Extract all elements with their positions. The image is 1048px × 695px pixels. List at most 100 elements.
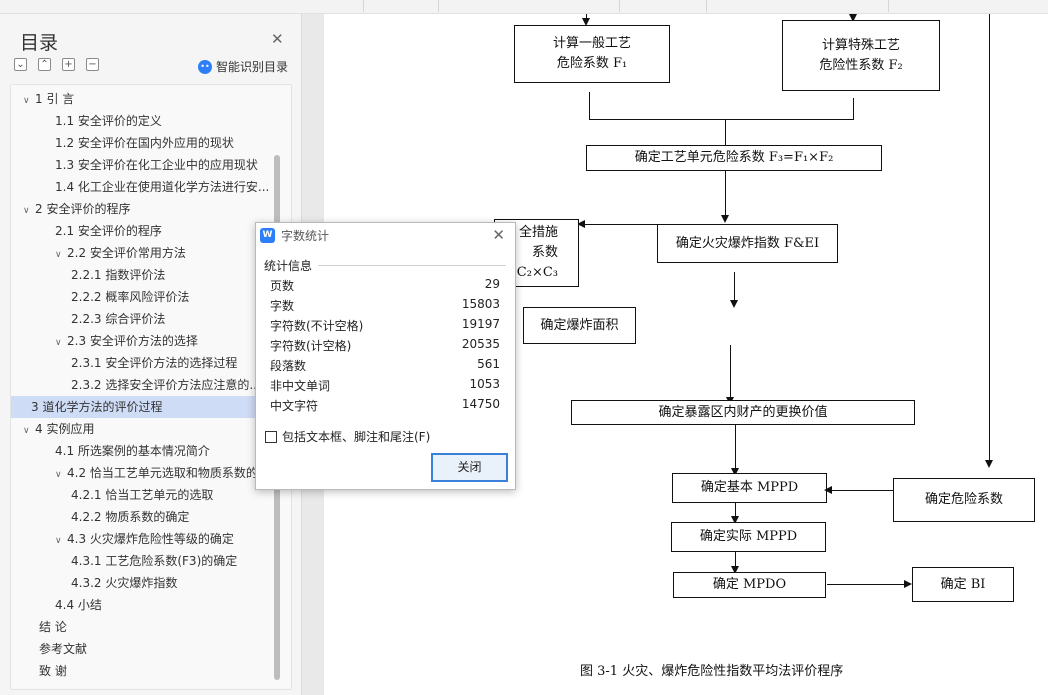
toolbar-separator <box>706 0 707 12</box>
flow-box-fei: 确定火灾爆炸指数 F&EI <box>657 224 838 263</box>
flow-line <box>989 14 990 462</box>
toc-item-label: 2.3 安全评价方法的选择 <box>67 334 198 348</box>
flow-line <box>589 119 854 120</box>
toc-item[interactable]: 4.4 小结 <box>19 594 277 616</box>
close-button[interactable]: 关闭 <box>431 453 508 482</box>
close-icon[interactable]: ✕ <box>492 226 505 244</box>
toc-item[interactable]: 1.3 安全评价在化工企业中的应用现状 <box>19 154 277 176</box>
stat-label: 字符数(计空格) <box>270 339 352 353</box>
stat-value: 19197 <box>461 317 500 331</box>
toc-item-label: 1.3 安全评价在化工企业中的应用现状 <box>55 158 258 172</box>
stat-value: 29 <box>484 277 500 291</box>
toc-item-label: 4.2 恰当工艺单元选取和物质系数的确 <box>67 466 270 480</box>
chevron-down-icon[interactable]: ∨ <box>23 206 30 216</box>
toc-item-label: 2.1 安全评价的程序 <box>55 224 162 238</box>
toc-item[interactable]: 4.1 所选案例的基本情况简介 <box>19 440 277 462</box>
box-text: 危险系数 F₁ <box>556 56 628 71</box>
flow-arrow <box>582 18 590 26</box>
collapse-all-icon[interactable]: ⌃ <box>38 58 51 71</box>
toc-item[interactable]: ∨ 2.3 安全评价方法的选择 <box>19 330 277 352</box>
stat-value: 20535 <box>461 337 500 351</box>
expand-all-icon[interactable]: ⌄ <box>14 58 27 71</box>
stat-label: 字符数(不计空格) <box>270 319 364 333</box>
toc-item[interactable]: 2.2.3 综合评价法 <box>19 308 277 330</box>
toc-item[interactable]: ∨2 安全评价的程序 <box>19 198 277 220</box>
toc-item-label: 4.1 所选案例的基本情况简介 <box>55 444 210 458</box>
stat-label: 段落数 <box>270 359 307 373</box>
remove-heading-icon[interactable]: − <box>86 58 99 71</box>
toc-item[interactable]: 4.3.2 火灾爆炸指数 <box>19 572 277 594</box>
toc-item[interactable]: 1.1 安全评价的定义 <box>19 110 277 132</box>
toc-item[interactable]: 2.1 安全评价的程序 <box>19 220 277 242</box>
toc-item[interactable]: 4.2.2 物质系数的确定 <box>19 506 277 528</box>
toc-item[interactable]: 2.3.1 安全评价方法的选择过程 <box>19 352 277 374</box>
include-textbox-checkbox[interactable]: 包括文本框、脚注和尾注(F) <box>265 428 430 445</box>
toolbar-separator <box>438 0 439 12</box>
add-heading-icon[interactable]: + <box>62 58 75 71</box>
smart-toc-label: 智能识别目录 <box>216 60 289 74</box>
dialog-title: 字数统计 <box>281 228 330 243</box>
toc-item[interactable]: ∨2.2 安全评价常用方法 <box>19 242 277 264</box>
stat-value: 561 <box>477 357 500 371</box>
stat-label: 非中文单词 <box>270 379 331 393</box>
flow-box-damage-factor: 确定危险系数 <box>893 478 1035 522</box>
stat-row: 字符数(不计空格) 19197 <box>270 317 500 337</box>
flow-arrow <box>577 220 585 228</box>
toc-item[interactable]: 4.3.1 工艺危险系数(F3)的确定 <box>19 550 277 572</box>
close-icon[interactable]: ✕ <box>271 30 284 48</box>
flow-box-bi: 确定 BI <box>912 567 1014 602</box>
flow-arrow <box>904 580 912 588</box>
toc-item[interactable]: 1.2 安全评价在国内外应用的现状 <box>19 132 277 154</box>
toc-item[interactable]: ∨ 4 实例应用 <box>19 418 277 440</box>
toc-item[interactable]: 1.4 化工企业在使用道化学方法进行安... <box>19 176 277 198</box>
checkbox-box[interactable] <box>265 430 277 443</box>
flow-arrow <box>731 516 739 524</box>
toc-item[interactable]: 3 道化学方法的评价过程 <box>11 396 277 418</box>
toc-item[interactable]: 2.2.1 指数评价法 <box>19 264 277 286</box>
top-toolbar-strip <box>0 0 1048 14</box>
toc-item[interactable]: ∨4.3 火灾爆炸危险性等级的确定 <box>19 528 277 550</box>
chevron-down-icon[interactable]: ∨ <box>55 338 62 348</box>
flow-box-actual-mppd: 确定实际 MPPD <box>671 522 826 552</box>
flow-line <box>586 14 587 20</box>
toc-item-label: 参考文献 <box>39 642 88 656</box>
toc-item[interactable]: 2.3.2 选择安全评价方法应注意的... <box>19 374 277 396</box>
flow-arrow <box>985 460 993 468</box>
flow-line <box>831 490 893 491</box>
flow-arrow <box>731 468 739 476</box>
toc-item-label: 4 实例应用 <box>35 422 95 436</box>
stat-row: 页数 29 <box>270 277 500 297</box>
toc-item[interactable]: 致 谢 <box>19 660 277 682</box>
flow-line <box>734 272 735 302</box>
chevron-down-icon[interactable]: ∨ <box>55 536 62 546</box>
toc-item[interactable]: 结 论 <box>19 616 277 638</box>
flow-box-explosion-area: 确定爆炸面积 <box>523 307 636 344</box>
toc-item[interactable]: ∨ 4.2 恰当工艺单元选取和物质系数的确 <box>19 462 277 484</box>
toolbar-separator <box>363 0 364 12</box>
toc-item-label: 1 引 言 <box>35 92 75 106</box>
toc-item[interactable]: ∨ 1 引 言 <box>19 88 277 110</box>
box-text: 计算特殊工艺 <box>821 37 900 53</box>
toc-item-label: 1.1 安全评价的定义 <box>55 114 162 128</box>
toc-item-label: 4.2.1 恰当工艺单元的选取 <box>71 488 214 502</box>
toc-item-label: 4.3.1 工艺危险系数(F3)的确定 <box>71 554 238 568</box>
toc-item[interactable]: 2.2.2 概率风险评价法 <box>19 286 277 308</box>
chevron-down-icon[interactable]: ∨ <box>23 426 30 436</box>
smart-toc-button[interactable]: •• 智能识别目录 <box>198 58 288 75</box>
toc-item[interactable]: 4.2.1 恰当工艺单元的选取 <box>19 484 277 506</box>
box-text: C₂×C₃ <box>516 265 558 280</box>
toc-item-label: 4.2.2 物质系数的确定 <box>71 510 190 524</box>
flow-box-unit-hazard: 确定工艺单元危险系数 F₃=F₁×F₂ <box>586 145 882 171</box>
flow-line <box>589 92 590 120</box>
toc-item-label: 1.2 安全评价在国内外应用的现状 <box>55 136 234 150</box>
chevron-down-icon[interactable]: ∨ <box>23 96 30 106</box>
stat-label: 页数 <box>270 279 295 293</box>
dialog-header[interactable]: W 字数统计 <box>256 223 515 247</box>
checkbox-label: 包括文本框、脚注和尾注(F) <box>282 430 431 444</box>
chevron-down-icon[interactable]: ∨ <box>55 470 62 480</box>
stat-row: 字符数(计空格) 20535 <box>270 337 500 357</box>
chevron-down-icon[interactable]: ∨ <box>55 250 62 260</box>
toc-item[interactable]: 参考文献 <box>19 638 277 660</box>
flow-line <box>853 98 854 120</box>
